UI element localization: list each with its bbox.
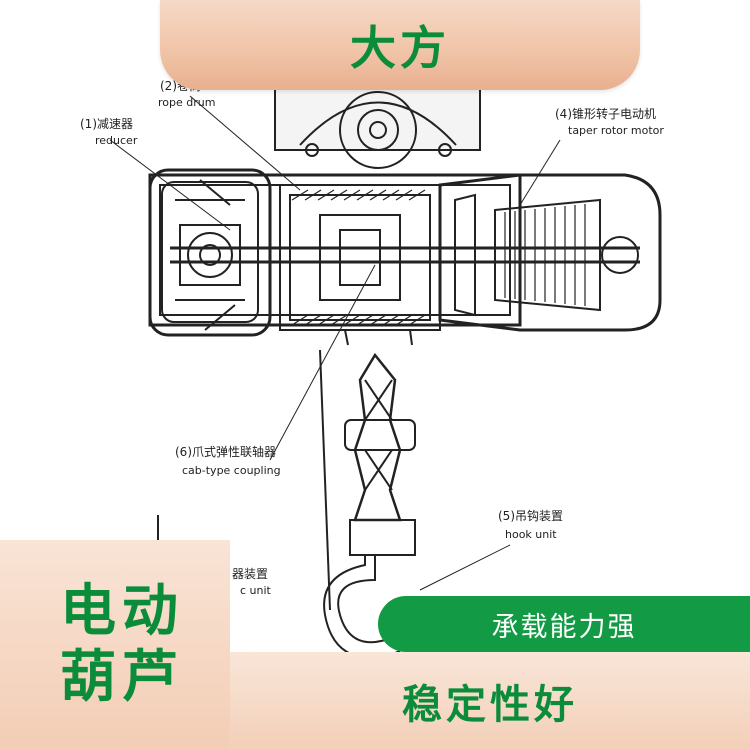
top-banner: 大方	[160, 0, 640, 90]
label-motor-cn: (4)锥形转子电动机	[555, 106, 656, 121]
label-partial-cn: 器装置	[232, 567, 268, 581]
feature-text-1: 承载能力强	[491, 611, 637, 643]
feature-bar-1: 承载能力强	[378, 596, 750, 652]
brand-title: 大方	[350, 21, 450, 75]
label-hook-en: hook unit	[505, 528, 557, 541]
label-rope-drum-en: rope drum	[158, 96, 215, 109]
label-reducer-en: reducer	[95, 134, 138, 147]
label-hook-cn: (5)吊钩装置	[498, 509, 563, 523]
product-name-line2: 葫芦	[60, 645, 184, 710]
feature-text-2: 稳定性好	[402, 682, 578, 728]
label-motor-en: taper rotor motor	[568, 124, 664, 137]
diagram-labels: (2)卷筒 rope drum (1)减速器 reducer (4)锥形转子电动…	[80, 78, 664, 597]
label-reducer-cn: (1)减速器	[80, 117, 133, 131]
label-coupling-en: cab-type coupling	[182, 464, 281, 477]
label-coupling-cn: (6)爪式弹性联轴器	[175, 444, 276, 459]
product-name-panel: 电动 葫芦	[0, 540, 230, 750]
product-name-line1: 电动	[60, 579, 184, 644]
feature-bar-2: 稳定性好	[230, 652, 750, 750]
label-partial-en: c unit	[240, 584, 272, 597]
